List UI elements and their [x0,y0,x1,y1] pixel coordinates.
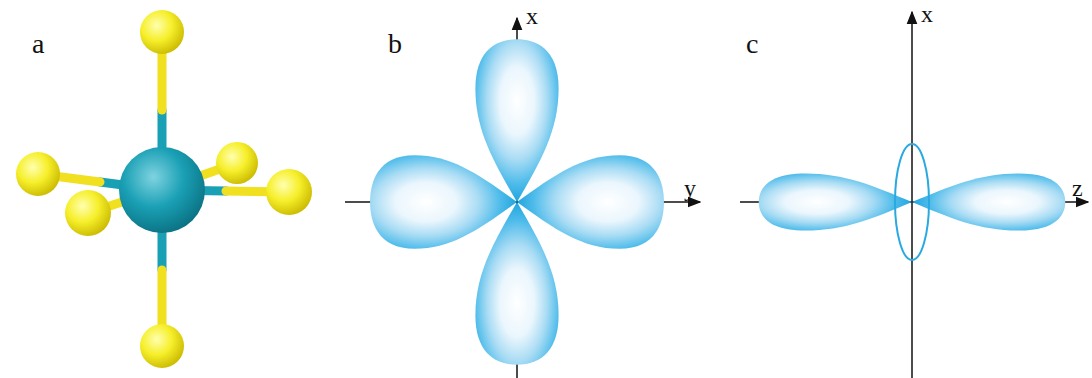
d-z2-orbital [740,12,1088,378]
axis-label: x [921,2,933,26]
axis-label: x [526,4,538,28]
axis-label: y [684,176,696,200]
panel-letter: a [32,30,44,58]
octahedral-molecule [16,10,312,368]
panel-letter: c [746,30,758,58]
axis-label: z [1072,176,1083,200]
panel-letter: b [388,30,402,58]
d-x2-y2-orbital [345,18,700,378]
